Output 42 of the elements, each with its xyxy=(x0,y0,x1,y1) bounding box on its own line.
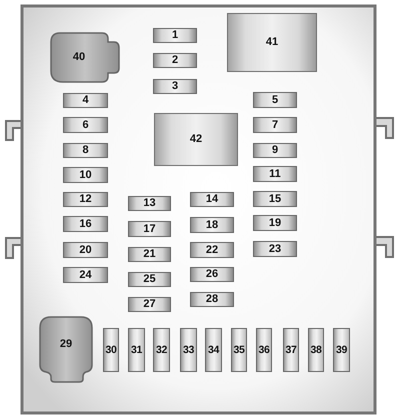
fuse: 31 xyxy=(128,328,145,372)
fuse: 24 xyxy=(63,267,108,283)
fuse: 36 xyxy=(256,328,272,372)
fuse: 11 xyxy=(253,166,297,182)
fuse: 7 xyxy=(253,117,297,133)
fuse: 8 xyxy=(63,143,108,158)
fuse: 1 xyxy=(153,28,197,43)
fuse: 17 xyxy=(128,221,171,237)
fuse: 32 xyxy=(153,328,170,372)
fuse: 10 xyxy=(63,167,108,183)
fuse: 19 xyxy=(253,215,297,231)
fuse: 25 xyxy=(128,272,171,287)
fuse: 12 xyxy=(63,192,108,207)
fuse: 27 xyxy=(128,297,171,312)
fuse: 34 xyxy=(205,328,222,372)
fuse: 14 xyxy=(190,192,234,207)
fuse: 13 xyxy=(128,196,171,211)
fuse: 30 xyxy=(103,328,119,372)
fuse: 9 xyxy=(253,143,297,158)
fuse: 2 xyxy=(153,53,197,68)
fuse: 21 xyxy=(128,247,171,262)
fuse: 18 xyxy=(190,217,234,233)
fuse: 26 xyxy=(190,267,234,282)
fuse: 39 xyxy=(333,328,350,372)
fuse: 23 xyxy=(253,241,297,257)
fuse: 33 xyxy=(180,328,197,372)
relay: 40 xyxy=(50,32,120,83)
fuse: 35 xyxy=(231,328,247,372)
fuse: 5 xyxy=(253,92,297,108)
fuse: 38 xyxy=(308,328,324,372)
fuse: 6 xyxy=(63,117,108,133)
fuse: 22 xyxy=(190,242,234,258)
fuse: 3 xyxy=(153,79,197,94)
fuse: 28 xyxy=(190,292,234,307)
fuse: 4 xyxy=(63,93,108,108)
fuse: 15 xyxy=(253,191,297,207)
fuse: 16 xyxy=(63,216,108,232)
relay: 41 xyxy=(227,13,317,72)
relay: 42 xyxy=(154,113,238,166)
fuse: 20 xyxy=(63,242,108,258)
relay: 29 xyxy=(39,316,93,383)
fuse: 37 xyxy=(283,328,299,372)
